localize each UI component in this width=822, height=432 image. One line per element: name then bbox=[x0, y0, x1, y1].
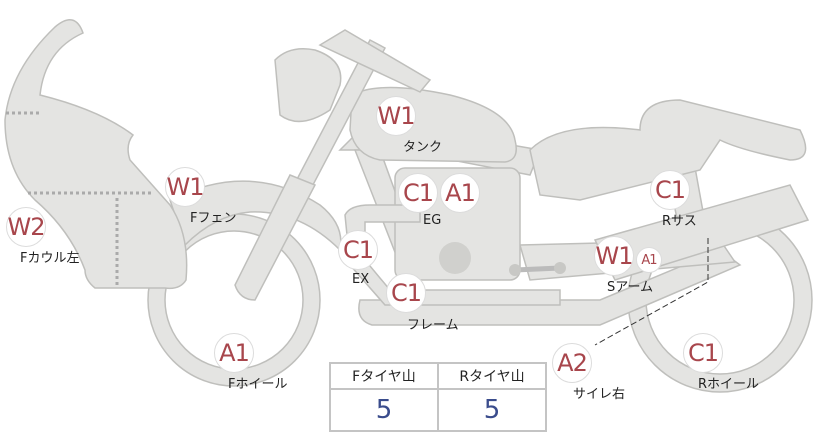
front-fender-label: Fフェン bbox=[190, 211, 237, 226]
swingarm-badge-a1[interactable]: A1 bbox=[636, 247, 662, 273]
exhaust-label: EX bbox=[352, 272, 370, 287]
rear-wheel-badge-c1[interactable]: C1 bbox=[683, 333, 723, 373]
tank-label: タンク bbox=[403, 140, 443, 155]
front-cowl-left-badge-w2[interactable]: W2 bbox=[6, 207, 46, 247]
rear-suspension-badge-c1[interactable]: C1 bbox=[650, 170, 690, 210]
front-wheel-badge-a1[interactable]: A1 bbox=[214, 333, 254, 373]
frame-label: フレーム bbox=[407, 318, 459, 333]
rear-tire-header: Rタイヤ山 bbox=[437, 362, 547, 390]
engine-label: EG bbox=[423, 213, 442, 228]
silencer-right-label: サイレ右 bbox=[573, 387, 626, 402]
silencer-right-badge-a2[interactable]: A2 bbox=[552, 343, 592, 383]
seat-shape[interactable] bbox=[529, 99, 807, 201]
swingarm-badge-w1[interactable]: W1 bbox=[594, 236, 634, 276]
exhaust-shape[interactable] bbox=[344, 204, 561, 306]
rear-wheel-label: Rホイール bbox=[698, 377, 760, 392]
front-cowl-left-label: Fカウル左 bbox=[20, 251, 80, 266]
exhaust-badge-c1[interactable]: C1 bbox=[338, 230, 378, 270]
rear-suspension-label: Rサス bbox=[662, 214, 697, 229]
swingarm-label: Sアーム bbox=[607, 280, 654, 295]
front-cowl-shape[interactable] bbox=[4, 19, 188, 290]
front-wheel-label: Fホイール bbox=[228, 377, 288, 392]
frame-badge-c1[interactable]: C1 bbox=[386, 273, 426, 313]
front-tire-header: Fタイヤ山 bbox=[329, 362, 439, 390]
handlebar-shape[interactable] bbox=[318, 29, 432, 93]
engine-badge-a1[interactable]: A1 bbox=[440, 173, 480, 213]
tire-tread-table: Fタイヤ山 Rタイヤ山 5 5 bbox=[329, 362, 547, 432]
engine-badge-c1[interactable]: C1 bbox=[398, 173, 438, 213]
front-fender-badge-w1[interactable]: W1 bbox=[165, 167, 205, 207]
tank-badge-w1[interactable]: W1 bbox=[376, 96, 416, 136]
